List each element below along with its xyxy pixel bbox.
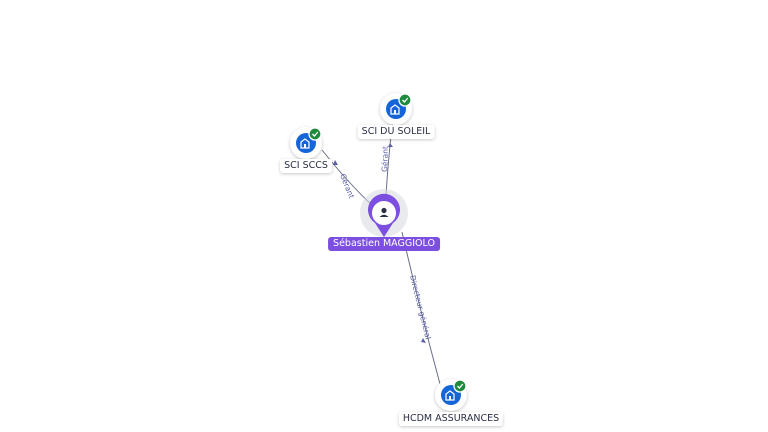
company-node-hcdm-assurances[interactable]	[435, 379, 467, 411]
edge-arrow-hcdm-assurances	[421, 338, 426, 343]
check-icon	[453, 379, 467, 393]
edge-arrow-sci-du-soleil	[388, 143, 393, 147]
company-node-sci-du-soleil[interactable]	[380, 93, 412, 125]
edge-label-sci-du-soleil: Gérant	[380, 146, 390, 172]
company-node-sci-sccs[interactable]	[290, 127, 322, 159]
company-label-sci-sccs[interactable]: SCI SCCS	[280, 159, 332, 173]
person-icon	[379, 207, 389, 217]
building-icon	[445, 390, 455, 401]
building-icon	[300, 138, 310, 149]
company-label-hcdm-assurances[interactable]: HCDM ASSURANCES	[398, 412, 504, 426]
person-label[interactable]: Sébastien MAGGIOLO	[328, 237, 440, 251]
edge-arrow-sci-sccs	[333, 160, 338, 165]
edge-label-hcdm-assurances: Directeur général	[408, 274, 433, 340]
check-icon	[398, 93, 412, 107]
company-label-sci-du-soleil[interactable]: SCI DU SOLEIL	[357, 125, 435, 139]
check-icon	[308, 127, 322, 141]
person-node[interactable]	[360, 189, 408, 237]
building-icon	[390, 104, 400, 115]
